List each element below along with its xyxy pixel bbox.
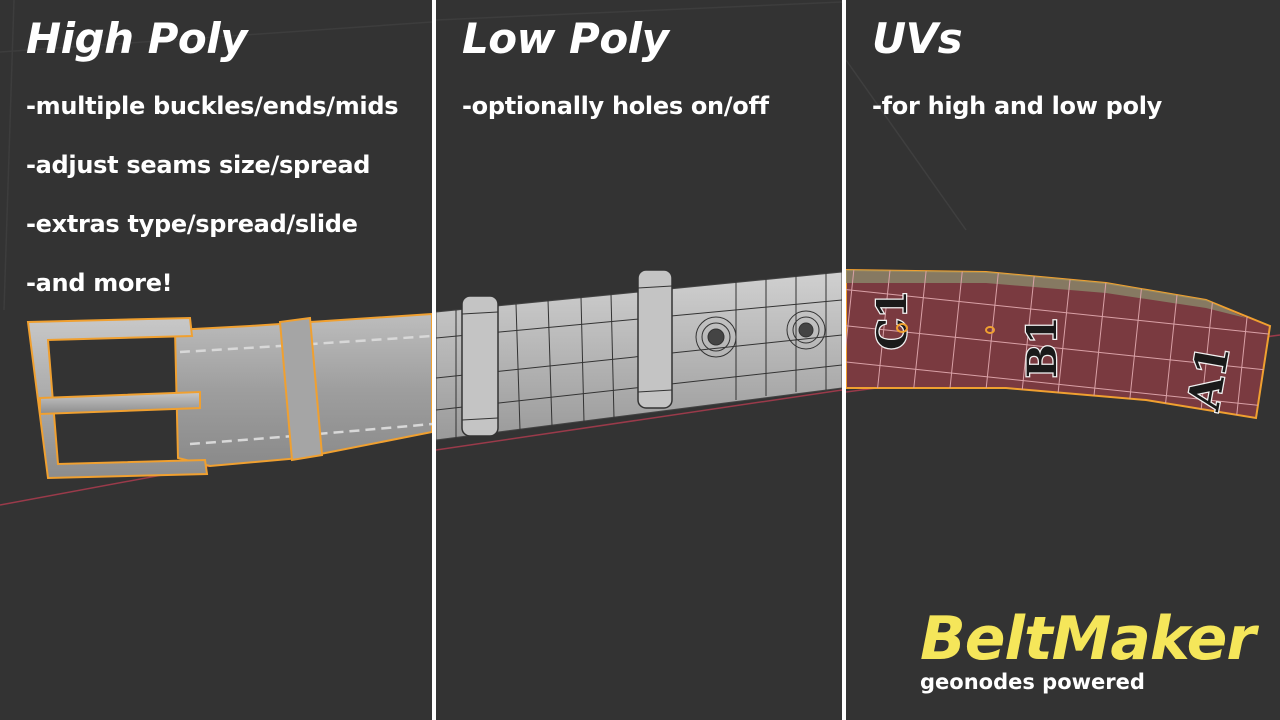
uv-label-a1: A1	[1178, 341, 1240, 415]
feature-bullet: -extras type/spread/slide	[26, 210, 358, 238]
low-poly-wireframe-render	[436, 1, 842, 451]
low-poly-panel: Low Poly -optionally holes on/off	[436, 0, 842, 720]
uv-label-b1: B1	[1019, 316, 1066, 378]
uv-checker-render: C1 B1 A1	[846, 59, 1280, 420]
high-poly-title: High Poly	[26, 14, 248, 63]
panel-divider	[842, 0, 846, 720]
low-poly-title: Low Poly	[462, 14, 669, 63]
brand-tagline: geonodes powered	[920, 670, 1145, 694]
uvs-title: UVs	[872, 14, 963, 63]
feature-bullet: -adjust seams size/spread	[26, 151, 371, 179]
brand-name: BeltMaker	[920, 604, 1256, 674]
high-poly-belt-render	[0, 0, 432, 506]
feature-bullet: -optionally holes on/off	[462, 92, 769, 120]
feature-bullet: -for high and low poly	[872, 92, 1163, 120]
panel-divider	[432, 0, 436, 720]
uv-label-c1: C1	[869, 290, 916, 350]
brand-logo: BeltMaker geonodes powered	[920, 604, 1256, 694]
high-poly-panel: High Poly -multiple buckles/ends/mids -a…	[0, 0, 432, 720]
uvs-panel: C1 B1 A1 UVs -for high and low poly	[846, 0, 1280, 720]
x-axis-line	[436, 389, 842, 451]
feature-bullet: -multiple buckles/ends/mids	[26, 92, 399, 120]
feature-bullet: -and more!	[26, 269, 173, 297]
